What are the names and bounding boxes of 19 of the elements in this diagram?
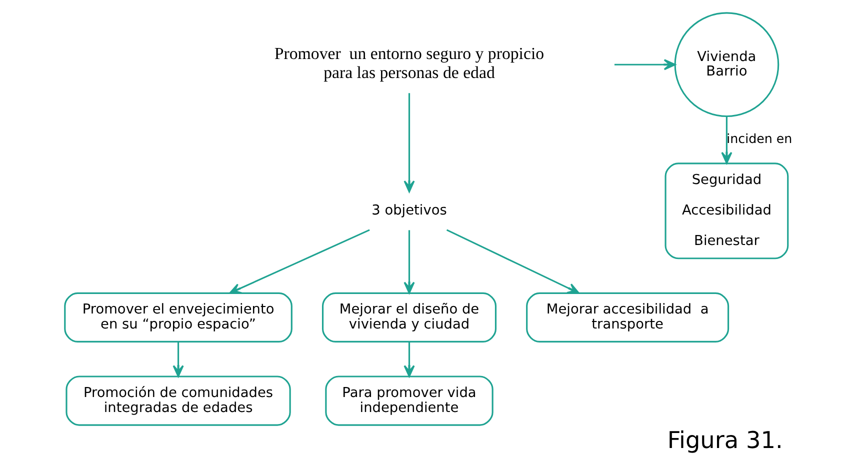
arrow — [720, 116, 732, 164]
caption: Figura 31. — [666, 426, 782, 454]
node-box: Promover el envejecimiento en su “propio espacio” — [64, 292, 292, 342]
node-circle: Vivienda Barrio — [674, 12, 779, 117]
arrow — [228, 228, 370, 294]
node-text: Promover un entorno seguro y propicio para las personas de edad — [274, 44, 544, 82]
arrow — [403, 230, 414, 294]
arrow — [614, 58, 676, 70]
node-box: Mejorar el diseño de vivienda y ciudad — [321, 292, 496, 342]
node-box: Seguridad Accesibilidad Bienestar — [664, 162, 788, 259]
edge-label: inciden en — [726, 130, 792, 146]
node-box: Mejorar accesibilidad a transporte — [526, 292, 729, 342]
arrow — [172, 342, 184, 377]
node-box: Para promover vida independiente — [324, 375, 493, 426]
node-box: Promoción de comunidades integradas de edades — [65, 375, 290, 426]
arrow — [403, 342, 414, 377]
node-text: 3 objetivos — [371, 202, 446, 218]
arrow — [446, 228, 579, 294]
arrow — [403, 92, 414, 192]
